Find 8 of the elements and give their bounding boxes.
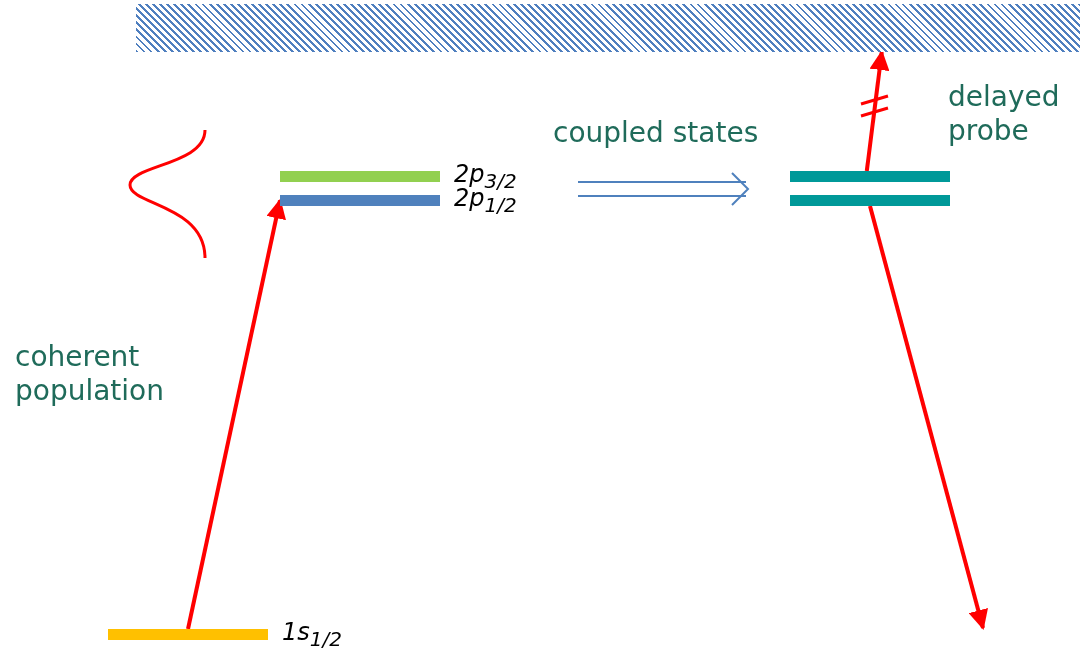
arrow <box>186 198 286 630</box>
level-label: 1s$_{1/2}$ <box>282 618 342 651</box>
annotation-text: delayed probe <box>948 80 1061 148</box>
arrow <box>868 205 988 630</box>
annotation-text: coherent population <box>15 340 165 408</box>
double-arrow <box>577 172 750 206</box>
continuum-band <box>136 4 1080 52</box>
arrow <box>864 50 890 172</box>
